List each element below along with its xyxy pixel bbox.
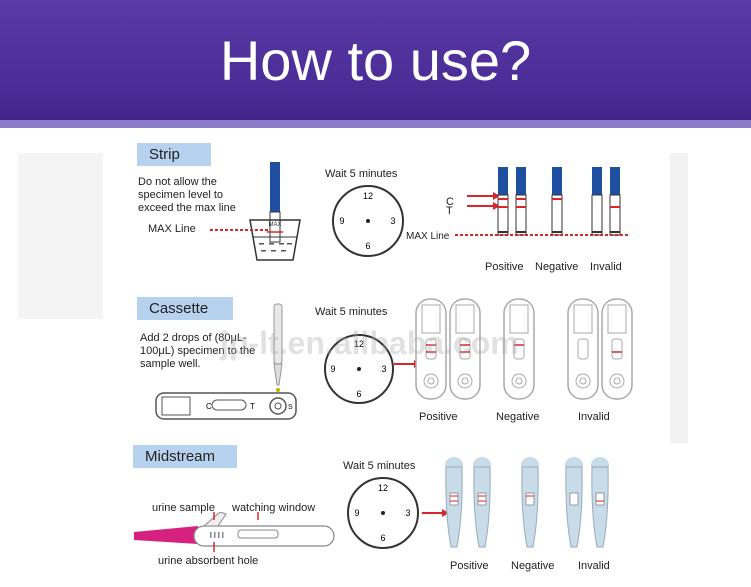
absorbent-hole-label: urine absorbent hole <box>158 555 259 567</box>
header-divider <box>0 120 751 128</box>
strip-instruction: Do not allow the specimen level to excee… <box>138 176 236 214</box>
midstream-arrow-icon <box>422 509 449 517</box>
midstream-cap <box>134 526 198 544</box>
midstream-invalid-label: Invalid <box>578 560 610 572</box>
cassette-instruction: Add 2 drops of (80μL-100μL) specimen to … <box>140 332 256 370</box>
midstream-device-illustration <box>134 512 335 552</box>
midstream-positive-1 <box>445 457 463 548</box>
svg-text:9: 9 <box>354 508 359 518</box>
midstream-wait-label: Wait 5 minutes <box>343 460 416 472</box>
strip-invalid-label: Invalid <box>590 261 622 273</box>
strip-positive-1 <box>497 167 509 236</box>
svg-text:6: 6 <box>380 533 385 543</box>
cassette-results-illustration <box>415 298 633 400</box>
svg-text:3: 3 <box>405 508 410 518</box>
strip-positive-2 <box>515 167 527 236</box>
svg-text:9: 9 <box>339 216 344 226</box>
strip-t-label: T <box>446 205 453 217</box>
strip-positive-label: Positive <box>485 261 524 273</box>
urine-sample-label: urine sample <box>152 502 215 514</box>
strip-negative <box>551 167 563 236</box>
strip-body <box>269 211 281 243</box>
watching-window-label: watching window <box>232 502 316 514</box>
svg-text:9: 9 <box>330 364 335 374</box>
midstream-results-illustration <box>445 457 609 548</box>
watermark: jp-lt.en.alibaba.com <box>220 325 519 361</box>
strip-c-label: C <box>446 196 454 208</box>
strip-max-text: MAX <box>268 222 281 228</box>
cassette-dropper-illustration: C T S <box>155 303 297 420</box>
cassette-wait-label: Wait 5 minutes <box>315 306 388 318</box>
svg-text:12: 12 <box>363 191 373 201</box>
header-banner <box>0 0 751 128</box>
strip-clock-icon: 12 3 6 9 <box>332 185 404 257</box>
side-shade-right <box>670 153 688 443</box>
cassette-negative-label: Negative <box>496 411 540 423</box>
page-title: How to use? <box>219 29 532 92</box>
midstream-negative <box>521 457 539 548</box>
cassette-tab: Cassette <box>137 297 233 320</box>
svg-text:3: 3 <box>390 216 395 226</box>
svg-text:3: 3 <box>381 364 386 374</box>
cassette-invalid-2 <box>601 298 633 400</box>
svg-text:6: 6 <box>356 389 361 399</box>
svg-text:12: 12 <box>378 483 388 493</box>
midstream-window <box>237 529 279 539</box>
midstream-invalid-1 <box>565 457 583 548</box>
cassette-positive-1 <box>415 298 447 400</box>
cassette-positive-2 <box>449 298 481 400</box>
strip-negative-label: Negative <box>535 261 579 273</box>
cassette-invalid-1 <box>567 298 599 400</box>
strip-invalid-2 <box>609 167 621 236</box>
strip-max-line-right-label: MAX Line <box>406 231 450 242</box>
cup-icon <box>249 219 301 261</box>
cassette-window <box>211 399 247 411</box>
strip-wait-label: Wait 5 minutes <box>325 168 398 180</box>
svg-text:C: C <box>206 402 212 411</box>
midstream-invalid-2 <box>591 457 609 548</box>
liquid-dashes <box>259 243 292 252</box>
midstream-clock-icon: 12 3 6 9 <box>347 477 419 549</box>
midstream-negative-label: Negative <box>511 560 555 572</box>
midstream-positive-2 <box>473 457 491 548</box>
cassette-clock-icon: 12 3 6 9 <box>324 334 394 404</box>
strip-top <box>270 162 280 212</box>
strip-cup-illustration: MAX <box>249 162 301 261</box>
strip-invalid-1 <box>591 167 603 236</box>
strip-tab: Strip <box>137 143 211 166</box>
svg-text:S: S <box>288 404 293 411</box>
strip-results-illustration <box>455 167 630 236</box>
side-shade-left <box>18 153 104 319</box>
strip-max-dotted-line <box>210 229 270 231</box>
strip-max-line-label: MAX Line <box>148 223 196 235</box>
cassette-invalid-label: Invalid <box>578 411 610 423</box>
midstream-sample-tip <box>202 512 227 527</box>
svg-text:6: 6 <box>365 241 370 251</box>
svg-text:T: T <box>250 402 255 411</box>
midstream-tab: Midstream <box>133 445 237 468</box>
cassette-positive-label: Positive <box>419 411 458 423</box>
cassette-negative <box>503 298 535 400</box>
svg-text:12: 12 <box>354 339 364 349</box>
midstream-positive-label: Positive <box>450 560 489 572</box>
